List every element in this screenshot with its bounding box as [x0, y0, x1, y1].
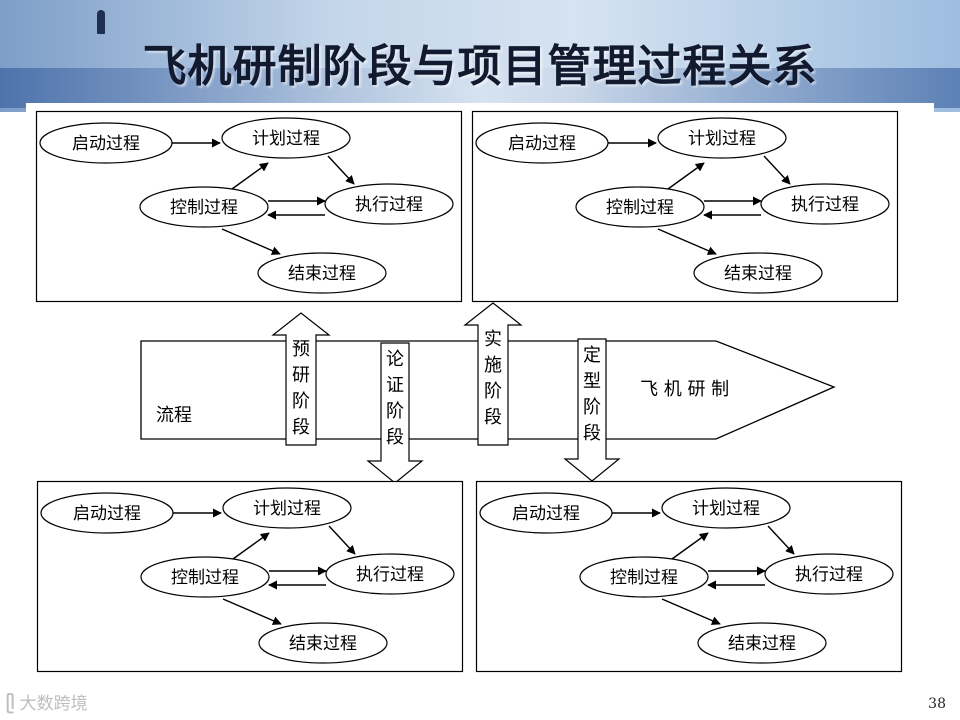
node-plan-ellipse [222, 487, 352, 529]
node-close-ellipse [258, 622, 388, 664]
flow-layer: 流程 飞 机 研 制 预研阶段 论证阶段 实施阶段 定型阶段 [140, 302, 836, 484]
node-close-label: 结束过程 [724, 264, 792, 284]
phase-label-3: 实施阶段 [484, 329, 502, 428]
edge-control-to-plan [667, 162, 705, 190]
edge-control-to-plan [231, 162, 269, 190]
phase-label-2: 论证阶段 [386, 349, 404, 448]
slide-title: 飞机研制阶段与项目管理过程关系 [142, 41, 818, 92]
node-execute-label: 执行过程 [356, 565, 424, 585]
node-close-ellipse [693, 252, 823, 294]
phase-arrow-2 [366, 342, 424, 484]
edge-control-to-close [657, 228, 717, 255]
header-streak [0, 68, 960, 108]
watermark-text: 大数跨境 [19, 694, 88, 714]
edge-control-to-plan [671, 532, 709, 560]
node-close-ellipse [257, 252, 387, 294]
node-plan-label: 计划过程 [252, 129, 320, 149]
phase-process-diagram: 流程飞 机 研 制预研阶段论证阶段实施阶段定型阶段 启动过程计划过程控制过程执行… [35, 110, 903, 673]
edge-control-to-plan [232, 532, 270, 560]
node-control-ellipse [575, 186, 705, 228]
phase-label-4: 定型阶段 [583, 345, 601, 444]
node-start-label: 启动过程 [72, 134, 140, 154]
edge-plan-to-execute [763, 155, 791, 185]
node-close-label: 结束过程 [289, 634, 357, 654]
node-control-ellipse [139, 186, 269, 228]
node-execute-label: 执行过程 [355, 195, 423, 215]
edge-plan-to-execute [767, 525, 795, 555]
edge-plan-to-execute [327, 155, 355, 185]
page-number: 38 [928, 696, 946, 712]
node-plan-label: 计划过程 [253, 499, 321, 519]
node-close-label: 结束过程 [288, 264, 356, 284]
node-plan-label: 计划过程 [692, 499, 760, 519]
person-silhouette [97, 10, 105, 34]
header-banner [0, 0, 960, 112]
node-control-label: 控制过程 [610, 568, 678, 588]
watermark-logo-icon: ᥫ [6, 694, 15, 714]
node-control-label: 控制过程 [171, 568, 239, 588]
node-control-label: 控制过程 [170, 198, 238, 218]
flow-label: 流程 [156, 405, 192, 426]
content-area: 流程飞 机 研 制预研阶段论证阶段实施阶段定型阶段 启动过程计划过程控制过程执行… [26, 103, 934, 713]
node-execute-label: 执行过程 [795, 565, 863, 585]
node-close-label: 结束过程 [728, 634, 796, 654]
node-plan-label: 计划过程 [688, 129, 756, 149]
phase-arrow-3 [463, 302, 523, 446]
node-close-ellipse [697, 622, 827, 664]
phase-arrow-4 [563, 338, 621, 482]
node-start-label: 启动过程 [508, 134, 576, 154]
node-execute-label: 执行过程 [791, 195, 859, 215]
node-plan-ellipse [221, 117, 351, 159]
node-plan-ellipse [661, 487, 791, 529]
phase-arrow-1 [271, 312, 331, 446]
edge-plan-to-execute [328, 525, 356, 555]
process-boxes-layer: 启动过程计划过程控制过程执行过程结束过程启动过程计划过程控制过程执行过程结束过程… [35, 110, 903, 673]
edge-control-to-close [221, 228, 281, 255]
node-control-ellipse [140, 556, 270, 598]
node-start-label: 启动过程 [73, 504, 141, 524]
edge-control-to-close [222, 598, 282, 625]
node-control-label: 控制过程 [606, 198, 674, 218]
flow-name: 飞 机 研 制 [640, 379, 729, 400]
node-start-label: 启动过程 [512, 504, 580, 524]
node-plan-ellipse [657, 117, 787, 159]
node-control-ellipse [579, 556, 709, 598]
phase-label-1: 预研阶段 [292, 339, 310, 438]
edge-control-to-close [661, 598, 721, 625]
